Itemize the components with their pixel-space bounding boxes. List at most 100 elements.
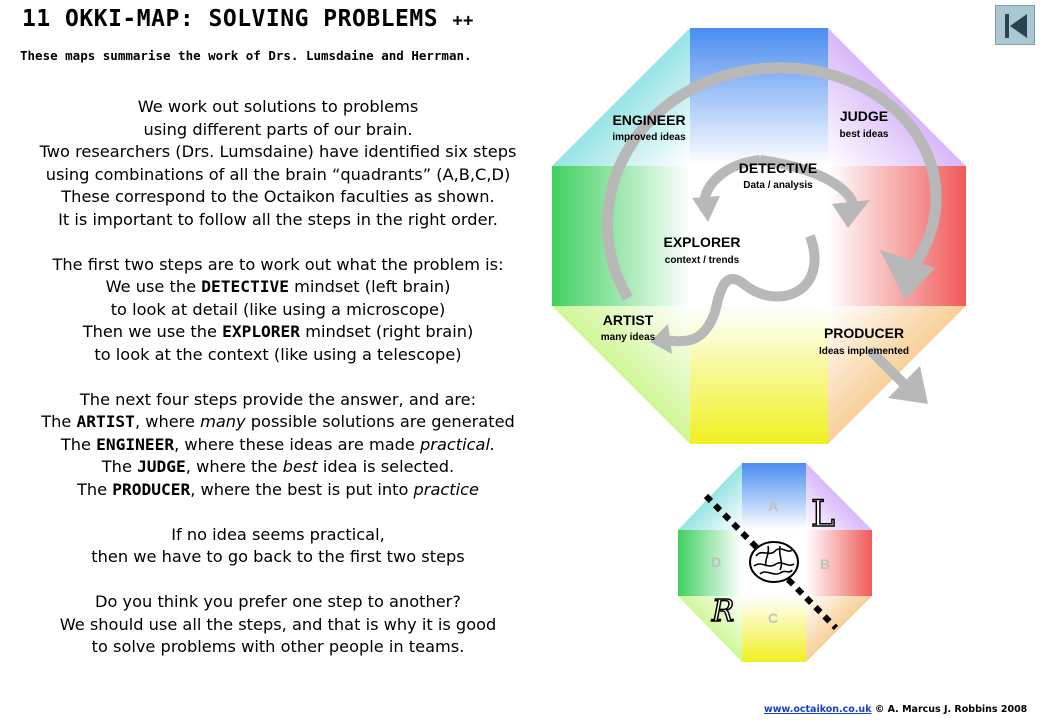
detective-keyword: DETECTIVE	[201, 277, 289, 296]
text-line: We use the DETECTIVE mindset (left brain…	[8, 276, 548, 299]
page-title: 11 OKKI-MAP: SOLVING PROBLEMS ++	[22, 6, 474, 32]
small-sector-top	[742, 463, 806, 530]
text-fragment: , where the best is put into	[190, 479, 414, 499]
engineer-label: ENGINEER	[612, 112, 685, 128]
brain-icon	[749, 541, 799, 583]
outer-cycle-arrow	[601, 62, 942, 301]
page-subtitle: These maps summarise the work of Drs. Lu…	[20, 48, 472, 63]
quadrant-d: D	[711, 554, 721, 570]
text-line: using combinations of all the brain “qua…	[45, 164, 511, 184]
producer-label: PRODUCER	[824, 325, 904, 341]
explanation-text: We work out solutions to problems using …	[8, 96, 548, 681]
cycle-arrows	[601, 62, 942, 404]
producer-out-arrow	[866, 346, 909, 389]
paragraph-no-idea: If no idea seems practical, then we have…	[8, 524, 548, 569]
brain-quadrant-octagon: A B C D L R	[678, 463, 872, 662]
text-line: to solve problems with other people in t…	[91, 637, 465, 656]
text-line: then we have to go back to the first two…	[91, 547, 465, 566]
text-line: using different parts of our brain.	[143, 119, 413, 139]
text-line: The ENGINEER, where these ideas are made…	[8, 434, 548, 457]
emphasis: best	[282, 457, 318, 476]
text-line: The first two steps are to work out what…	[52, 254, 504, 274]
judge-keyword: JUDGE	[137, 457, 186, 476]
quadrant-b: B	[820, 556, 830, 572]
text-line: We should use all the steps, and that is…	[59, 614, 497, 634]
sector-top	[690, 28, 828, 166]
text-fragment: , where these ideas are made	[174, 434, 421, 454]
text-fragment: possible solutions are generated	[245, 412, 515, 431]
text-fragment: The	[41, 412, 77, 431]
text-line: Do you think you prefer one step to anot…	[95, 592, 461, 611]
text-fragment: The	[77, 479, 113, 499]
explorer-to-artist-arrow	[664, 234, 820, 347]
text-fragment: Then we use the	[82, 322, 223, 341]
small-sector-right	[806, 530, 872, 596]
text-fragment: , where	[134, 412, 201, 431]
artist-label: ARTIST	[603, 312, 654, 328]
right-brain-letter: R	[711, 594, 735, 629]
back-button[interactable]	[995, 5, 1035, 45]
text-line: We work out solutions to problems	[137, 97, 419, 116]
detective-label: DETECTIVE	[739, 160, 818, 176]
sector-top-left	[552, 28, 690, 166]
producer-desc: Ideas implemented	[819, 346, 909, 357]
text-line: It is important to follow all the steps …	[58, 209, 498, 229]
explorer-desc: context / trends	[665, 255, 740, 266]
producer-keyword: PRODUCER	[112, 479, 191, 499]
text-fragment: The	[101, 457, 138, 476]
sector-top-right	[828, 28, 966, 166]
quadrant-a: A	[768, 498, 778, 514]
text-line: If no idea seems practical,	[171, 524, 385, 544]
text-line: to look at detail (like using a microsco…	[110, 299, 446, 319]
small-sector-top-right	[806, 463, 872, 530]
paragraph-intro: We work out solutions to problems using …	[8, 96, 548, 231]
text-fragment: We use the	[105, 277, 202, 296]
sector-bottom	[690, 306, 828, 444]
small-sector-bottom-left	[678, 596, 742, 662]
quadrant-letters: A B C D	[711, 498, 830, 626]
small-sector-left	[678, 530, 742, 596]
skip-back-icon	[1005, 14, 1027, 38]
footer: www.octaikon.co.uk © A. Marcus J. Robbin…	[764, 704, 1027, 715]
judge-label: JUDGE	[840, 108, 888, 124]
detective-desc: Data / analysis	[743, 180, 813, 191]
inner-arrowhead-right	[832, 200, 870, 228]
outer-arrowhead	[880, 250, 935, 300]
small-sector-bottom	[742, 596, 806, 662]
judge-desc: best ideas	[840, 129, 889, 140]
text-fragment: idea is selected.	[317, 457, 455, 476]
title-text: 11 OKKI-MAP: SOLVING PROBLEMS	[22, 6, 439, 32]
website-link[interactable]: www.octaikon.co.uk	[764, 704, 872, 715]
text-fragment: mindset (left brain)	[288, 277, 451, 296]
inner-arrowhead-left	[692, 196, 720, 222]
step-labels: ENGINEER improved ideas JUDGE best ideas…	[601, 108, 909, 357]
explorer-keyword: EXPLORER	[222, 322, 301, 341]
text-line: Two researchers (Drs. Lumsdaine) have id…	[39, 142, 517, 161]
sector-right	[828, 166, 966, 306]
emphasis: many	[200, 412, 246, 431]
text-fragment: , where the	[185, 457, 283, 476]
text-line: The ARTIST, where many possible solution…	[8, 411, 548, 434]
title-suffix: ++	[452, 11, 474, 31]
quadrant-c: C	[768, 610, 778, 626]
paragraph-next-steps: The next four steps provide the answer, …	[8, 389, 548, 502]
engineer-keyword: ENGINEER	[96, 434, 175, 454]
text-line: Then we use the EXPLORER mindset (right …	[8, 321, 548, 344]
artist-keyword: ARTIST	[76, 412, 135, 431]
sector-left	[552, 166, 690, 306]
text-line: These correspond to the Octaikon faculti…	[61, 187, 495, 206]
left-brain-letter: L	[811, 494, 835, 535]
producer-arrowhead	[888, 366, 928, 404]
emphasis: practice	[413, 479, 479, 499]
text-fragment: The	[60, 434, 97, 454]
text-line: The next four steps provide the answer, …	[79, 389, 477, 409]
engineer-desc: improved ideas	[612, 132, 686, 143]
paragraph-teams: Do you think you prefer one step to anot…	[8, 591, 548, 659]
explorer-label: EXPLORER	[663, 234, 740, 250]
emphasis: practical.	[420, 434, 496, 454]
artist-desc: many ideas	[601, 332, 656, 343]
copyright-text: © A. Marcus J. Robbins 2008	[871, 704, 1028, 715]
paragraph-first-steps: The first two steps are to work out what…	[8, 254, 548, 367]
text-line: The JUDGE, where the best idea is select…	[8, 456, 548, 479]
